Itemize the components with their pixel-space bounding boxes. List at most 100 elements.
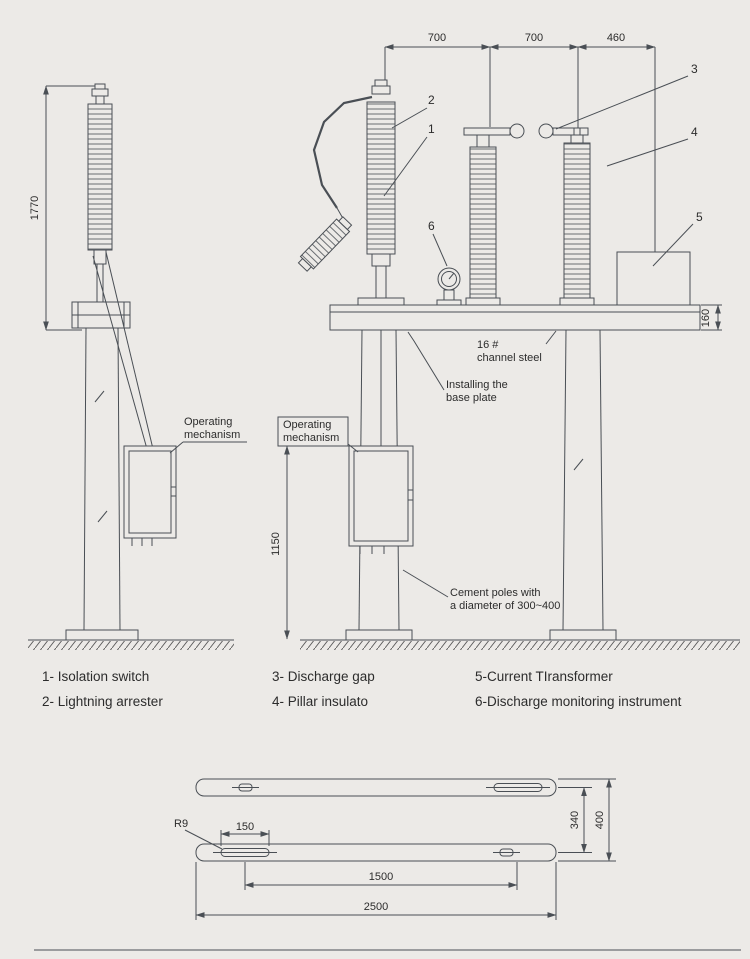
radius-leader [184, 829, 223, 850]
disconnector-cap [338, 216, 353, 231]
pole-edge [83, 327, 87, 631]
arrester-base-plate [357, 297, 405, 306]
operating-mechanism-box [123, 445, 177, 539]
pole-footing [345, 629, 413, 641]
dim-700b-label: 700 [525, 32, 543, 44]
radius-r9-label: R9 [174, 818, 188, 830]
legend-item-4: 4- Pillar insulato [272, 694, 368, 709]
dim-460-label: 460 [607, 32, 625, 44]
dim-400-label: 400 [594, 811, 606, 829]
op-mech-main-label-line2: mechanism [283, 432, 339, 444]
base-plate-label-line1: Installing the [446, 379, 508, 391]
arrester-body [366, 101, 396, 255]
ground-hatch [28, 641, 234, 650]
door-handle [407, 489, 414, 501]
isolation-switch-figure: 1770 Operating mechanism [28, 83, 247, 650]
lightning-arrester [297, 79, 405, 306]
installation-figure: 700 700 460 160 [270, 32, 740, 650]
operating-mechanism-box [348, 445, 414, 547]
label-leader [402, 569, 449, 598]
gauge-inner [441, 271, 457, 287]
callout-2-leader [391, 107, 428, 129]
channel-bar-bottom [195, 843, 557, 862]
label-leader [347, 443, 359, 453]
channel-bar-top [195, 778, 557, 797]
current-transformer [616, 251, 691, 306]
gap-sphere-left [509, 123, 525, 139]
legend-item-2: 2- Lightning arrester [42, 694, 163, 709]
switch-terminal [91, 88, 109, 97]
dim-150-label: 150 [236, 821, 254, 833]
pillar-cap [570, 134, 584, 144]
callout-1-leader [383, 136, 428, 197]
arrester-top-cap [374, 79, 388, 87]
dim-160-label: 160 [700, 309, 712, 327]
dim-700a-label: 700 [428, 32, 446, 44]
channel-steel-label-line2: channel steel [477, 352, 542, 364]
callout-4: 4 [691, 125, 698, 139]
callout-3: 3 [691, 62, 698, 76]
operating-mechanism-main [348, 445, 414, 554]
op-mech-label-line1: Operating [184, 416, 232, 428]
legend-item-3: 3- Discharge gap [272, 669, 375, 684]
discharge-monitor [436, 267, 462, 306]
legend-item-5: 5-Current TIransformer [475, 669, 613, 684]
op-mech-main-label-line1: Operating [283, 419, 331, 431]
pole-footing [65, 629, 139, 641]
concrete-tick [573, 458, 584, 471]
drive-linkage-rod [92, 255, 148, 450]
pole-footing [549, 629, 617, 641]
gauge-stand [443, 289, 455, 301]
base-plan-figure: 150 R9 340 400 1500 2500 [174, 778, 616, 920]
dim-1500-label: 1500 [369, 871, 393, 883]
drive-linkage-rod [105, 251, 154, 450]
label-leader [407, 331, 445, 391]
switch-neck-top [95, 95, 105, 105]
label-leader [545, 330, 557, 345]
callout-6: 6 [428, 219, 435, 233]
callout-6-leader [432, 233, 448, 267]
switch-support-rod [96, 263, 104, 303]
dim-1150-label: 1150 [270, 532, 282, 556]
disconnector-unit [297, 216, 353, 272]
gauge-base [436, 299, 462, 306]
legend: 1- Isolation switch 2- Lightning arreste… [42, 669, 682, 709]
switch-insulator-column [87, 103, 113, 251]
pole-edge [117, 327, 121, 631]
arrester-support [375, 265, 387, 301]
callout-5-leader [652, 223, 694, 267]
gap-insulator-cap [476, 134, 490, 148]
door-handle [170, 486, 177, 497]
base-plate-label-line2: base plate [446, 392, 497, 404]
callout-1: 1 [428, 122, 435, 136]
pillar-insulator [559, 127, 595, 306]
gauge-needle [448, 272, 455, 280]
arrester-lead-conductor [312, 95, 373, 209]
disconnector-cap [297, 257, 312, 272]
gap-arm-right [552, 127, 589, 136]
gap-insulator-base [465, 297, 501, 306]
dim-340-label: 340 [569, 811, 581, 829]
concrete-tick [94, 390, 105, 403]
cement-label-line1: Cement poles with [450, 587, 541, 599]
arrester-terminal [371, 85, 391, 95]
cement-label-line2: a diameter of 300~400 [450, 600, 560, 612]
dim-2500-label: 2500 [364, 901, 388, 913]
gap-insulator-column [469, 146, 497, 299]
legend-item-6: 6-Discharge monitoring instrument [475, 694, 682, 709]
callout-5: 5 [696, 210, 703, 224]
arrester-base-fitting [371, 253, 391, 267]
gap-sphere-right [538, 123, 554, 139]
pillar-base [559, 297, 595, 306]
dim-1770-label: 1770 [29, 196, 41, 220]
pillar-column [563, 142, 591, 299]
pole-edge [599, 329, 604, 631]
concrete-tick [97, 510, 108, 523]
channel-steel-label-line1: 16 # [477, 339, 499, 351]
switch-lower-fitting [93, 249, 107, 265]
discharge-gap-assembly [463, 123, 589, 306]
gap-arm-left [463, 127, 511, 136]
switch-terminal-cap [94, 83, 106, 90]
